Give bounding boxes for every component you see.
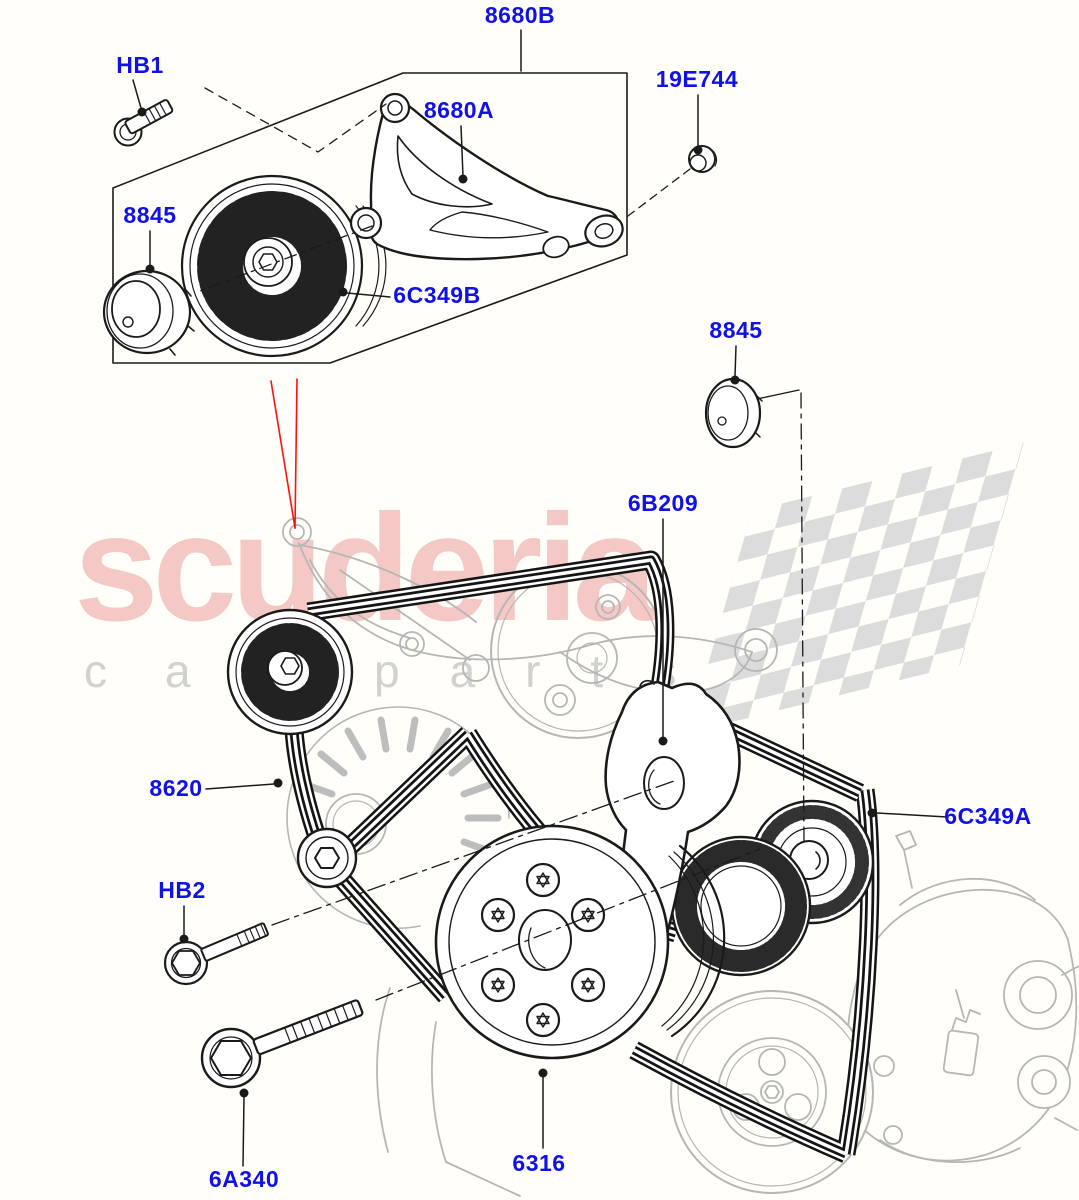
installed-parts — [226, 608, 875, 1060]
leader-lines — [132, 29, 948, 1167]
part-label-hb1[interactable]: HB1 — [116, 52, 164, 78]
exploded-view-box — [102, 72, 628, 364]
leader-dots — [137, 107, 877, 1098]
part-label-19e744[interactable]: 19E744 — [655, 66, 739, 92]
drive-belt — [284, 550, 880, 1163]
axis-lines — [199, 87, 805, 1001]
bolt-hb1 — [113, 99, 174, 147]
part-label-6b209[interactable]: 6B209 — [627, 490, 699, 516]
crank-pulley-bolts — [480, 862, 606, 1038]
part-label-8620[interactable]: 8620 — [149, 775, 203, 801]
part-label-6c349b[interactable]: 6C349B — [393, 282, 481, 308]
part-label-8845-right[interactable]: 8845 — [709, 317, 763, 343]
cap-8845-right — [704, 377, 763, 449]
boxed-idler-pulley — [180, 174, 387, 358]
engine-block-lines — [376, 987, 521, 1197]
mounted-bracket-gray — [282, 517, 778, 716]
part-label-6c349a[interactable]: 6C349A — [944, 803, 1032, 829]
part-label-8680b[interactable]: 8680B — [484, 2, 556, 28]
tensioner-pulley — [670, 835, 812, 977]
bolt-6a340 — [200, 999, 364, 1089]
red-callout-lines — [270, 378, 298, 529]
installed-idler-pulley — [226, 608, 354, 736]
alternator-bolt-head — [296, 827, 358, 889]
crank-pulley-bolt-torx — [491, 872, 595, 1028]
part-label-8845-left[interactable]: 8845 — [123, 202, 177, 228]
part-label-6a340[interactable]: 6A340 — [208, 1166, 280, 1192]
crank-pulley — [434, 824, 726, 1060]
bushing-19e744 — [688, 145, 718, 173]
cap-8845-left — [102, 269, 195, 356]
bolt-hb2 — [163, 922, 269, 986]
part-label-hb2[interactable]: HB2 — [158, 877, 206, 903]
watermark-word-parts: parts — [374, 645, 727, 697]
bracket-8680a — [349, 92, 624, 261]
part-label-6316[interactable]: 6316 — [512, 1150, 566, 1176]
part-label-8680a[interactable]: 8680A — [423, 97, 495, 123]
